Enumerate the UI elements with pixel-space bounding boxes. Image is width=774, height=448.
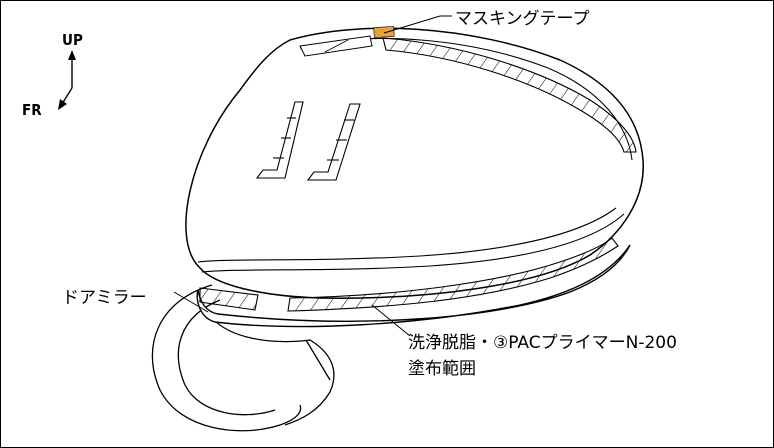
hatched-area-top bbox=[299, 35, 637, 153]
masking-tape-label: マスキングテープ bbox=[455, 9, 589, 29]
masking-tape-swatch bbox=[373, 26, 395, 38]
masking-tape-leader bbox=[383, 15, 441, 34]
door-mirror-leader bbox=[173, 291, 209, 313]
fr-label: FR bbox=[22, 101, 42, 119]
orientation-indicator: UP FR bbox=[22, 31, 83, 119]
mirror-base bbox=[151, 284, 335, 432]
up-arrow-head bbox=[68, 50, 76, 60]
fr-arrow bbox=[61, 87, 73, 105]
hatched-area-bottom bbox=[199, 237, 619, 312]
coating-leader bbox=[371, 304, 411, 337]
leader-lines bbox=[173, 15, 452, 337]
vent-slats-right bbox=[306, 103, 361, 181]
up-label: UP bbox=[62, 31, 83, 49]
vent-slats-left bbox=[255, 101, 304, 179]
coating-label-line2: 塗布範囲 bbox=[408, 358, 476, 379]
coating-label-line1: 洗浄脱脂・③PACプライマーN-200 bbox=[408, 333, 677, 353]
fr-arrow-head bbox=[58, 99, 67, 110]
mirror-lip bbox=[196, 244, 631, 328]
door-mirror-label: ドアミラー bbox=[62, 288, 147, 308]
